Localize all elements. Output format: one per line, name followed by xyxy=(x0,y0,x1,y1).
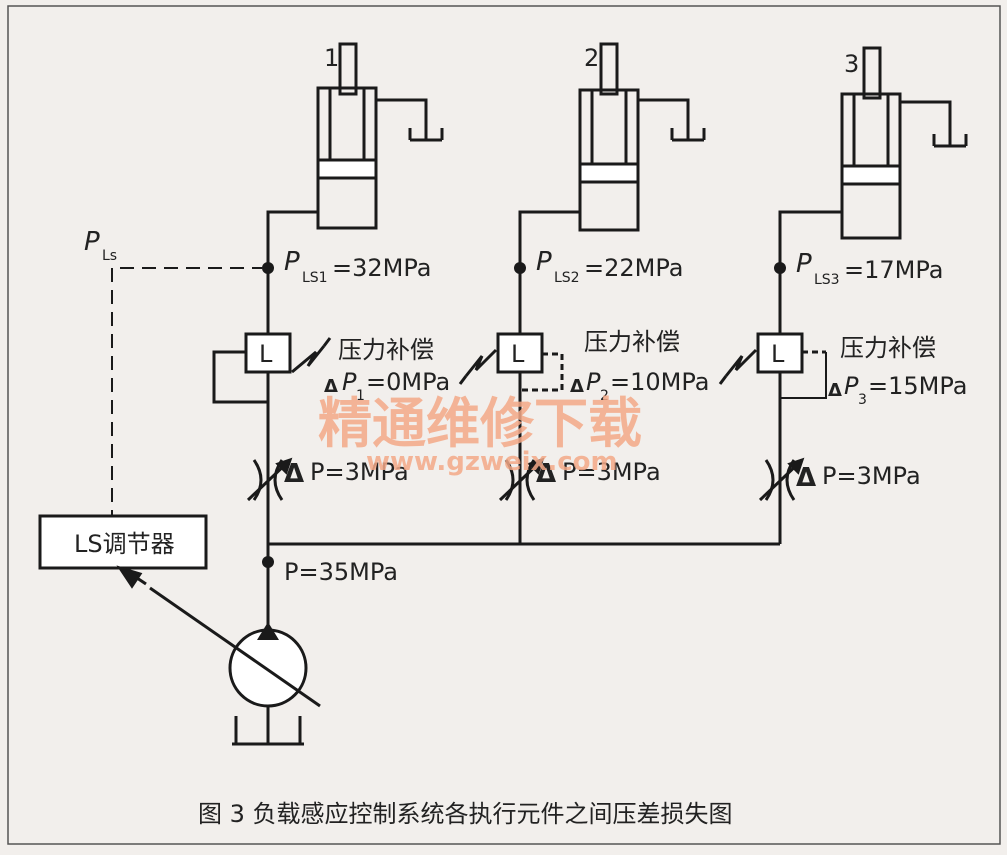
watermark-url: www.gzweix.com xyxy=(366,447,618,477)
cylinder-1 xyxy=(316,42,444,230)
dp3-subscript: 3 xyxy=(858,392,867,408)
branch-2-lines xyxy=(514,210,580,544)
dp1-label: P xyxy=(342,368,357,396)
figure-caption: 图 3 负载感应控制系统各执行元件之间压差损失图 xyxy=(198,800,733,828)
cylinder-3 xyxy=(840,46,968,240)
branch-1-lines xyxy=(212,210,318,638)
dp2-delta: Δ xyxy=(570,376,584,397)
throttle-1-delta: Δ xyxy=(284,459,304,489)
compensator-2-text: 压力补偿 xyxy=(584,328,680,356)
throttle-1-value: P=3MPa xyxy=(310,458,409,486)
ls-regulator-box xyxy=(38,514,208,570)
compensator-2-letter: L xyxy=(511,340,525,368)
dp2-label: P xyxy=(586,368,601,396)
compensator-1-text: 压力补偿 xyxy=(338,336,434,364)
branch-3-lines xyxy=(774,210,842,544)
throttle-2-value: P=3MPa xyxy=(562,458,661,486)
throttle-1 xyxy=(246,457,293,502)
cylinder-2-number: 2 xyxy=(584,44,599,72)
pls1-value: =32MPa xyxy=(332,254,431,282)
compensator-3-text: 压力补偿 xyxy=(840,334,936,362)
compensator-3 xyxy=(718,332,804,385)
dp3-delta: Δ xyxy=(828,380,842,401)
cylinder-3-number: 3 xyxy=(844,50,859,78)
dp1-value: =0MPa xyxy=(366,368,450,396)
figure-frame xyxy=(7,5,1001,845)
throttle-3-delta: Δ xyxy=(796,463,816,493)
pls2-subscript: LS2 xyxy=(554,270,580,286)
dp1-delta: Δ xyxy=(324,376,338,397)
throttle-3-value: P=3MPa xyxy=(822,462,921,490)
throttle-3 xyxy=(758,457,805,502)
pump-pressure: P=35MPa xyxy=(284,558,398,586)
pls-subscript: Ls xyxy=(102,248,117,264)
pls3-label: P xyxy=(796,249,812,279)
cylinder-2 xyxy=(578,42,706,232)
pls2-label: P xyxy=(536,247,552,277)
compensator-2 xyxy=(458,332,544,385)
pls3-value: =17MPa xyxy=(844,256,943,284)
pls-label: P xyxy=(84,227,100,257)
throttle-2-delta: Δ xyxy=(536,459,556,489)
watermark-chinese: 精通维修下载 xyxy=(318,392,642,455)
dp3-value: =15MPa xyxy=(868,372,967,400)
pls2-value: =22MPa xyxy=(584,254,683,282)
variable-pump xyxy=(116,565,321,746)
ls-signal-line xyxy=(111,267,262,516)
pls3-subscript: LS3 xyxy=(814,272,840,288)
ls-regulator-label: LS调节器 xyxy=(74,530,175,558)
cylinder-1-number: 1 xyxy=(324,44,339,72)
compensator-3-letter: L xyxy=(771,340,785,368)
dp2-value: =10MPa xyxy=(610,368,709,396)
dp1-subscript: 1 xyxy=(356,388,365,404)
throttle-2 xyxy=(498,457,545,502)
pls1-label: P xyxy=(284,247,300,277)
pls1-subscript: LS1 xyxy=(302,270,328,286)
dp2-subscript: 2 xyxy=(600,388,609,404)
compensator-1-letter: L xyxy=(259,340,273,368)
compensator-1 xyxy=(244,332,332,374)
dp3-label: P xyxy=(844,372,859,400)
pump-junction xyxy=(262,556,274,568)
